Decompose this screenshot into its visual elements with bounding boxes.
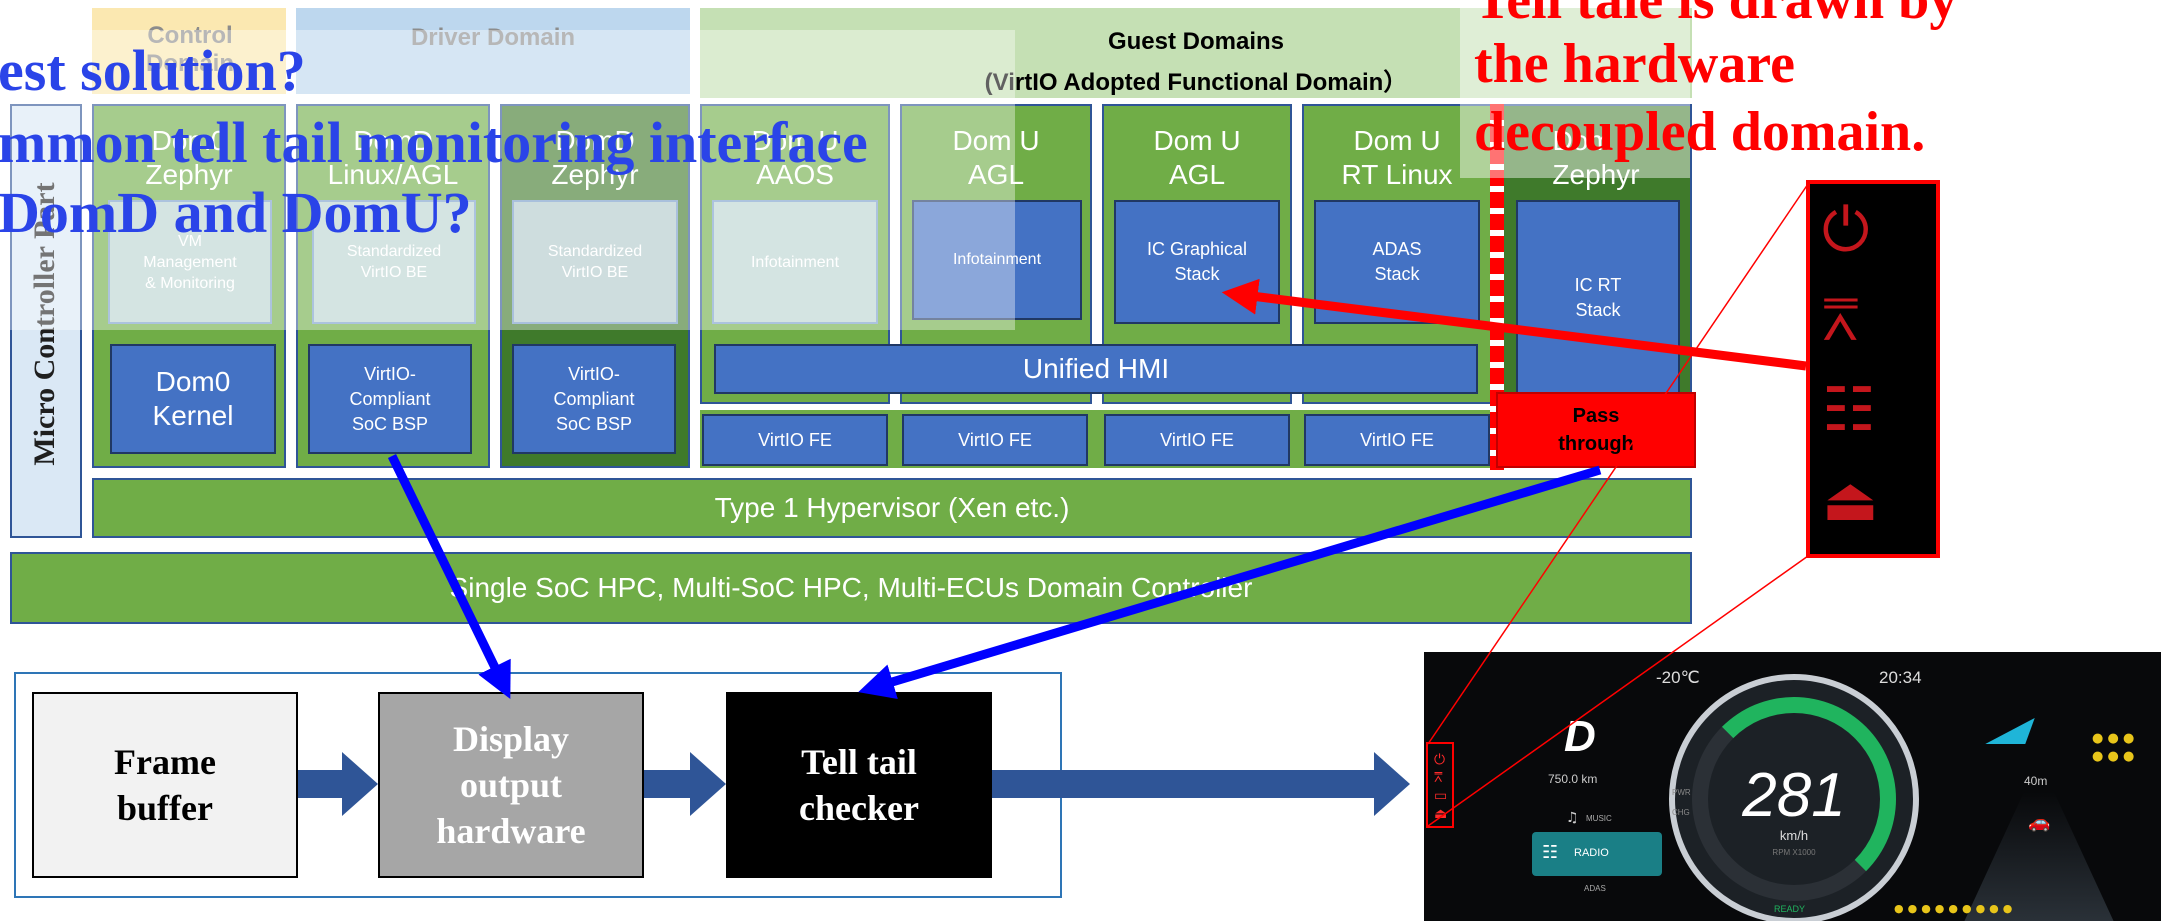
display-output-hardware-box: Display output hardware xyxy=(378,692,644,878)
infotainment-box-agl: Infotainment xyxy=(912,200,1082,320)
driver-domain-banner xyxy=(296,8,690,94)
virtio-be-box-2: Standardized VirtIO BE xyxy=(512,200,678,324)
cluster-chg: CHG xyxy=(1672,808,1690,817)
domain-separator-dashed xyxy=(1490,104,1504,470)
cluster-distance: 40m xyxy=(2024,774,2048,788)
cluster-music: MUSIC xyxy=(1586,814,1612,823)
cluster-temp: -20℃ xyxy=(1656,668,1700,687)
virtio-fe-box-3: VirtIO FE xyxy=(1104,414,1290,466)
cluster-telltale-oil-icon: ⏏ xyxy=(1434,806,1448,822)
telltale-zoom-panel xyxy=(1806,180,1940,558)
cluster-radio-card xyxy=(1532,832,1662,876)
question-overlay xyxy=(0,30,1015,330)
cluster-pwr: PWR xyxy=(1672,788,1691,797)
callout-overlay xyxy=(1460,0,1690,178)
cluster-ready: READY xyxy=(1774,904,1806,914)
infotainment-box-aaos: Infotainment xyxy=(712,200,878,324)
cluster-car-icon: 🚗 xyxy=(2028,812,2051,833)
cluster-telltale-highlight xyxy=(1426,742,1454,828)
cluster-time: 20:34 xyxy=(1879,668,1922,687)
ic-rt-stack-box: IC RT Stack xyxy=(1516,200,1680,396)
callout-line-3: decoupled domain. xyxy=(1474,101,1926,163)
unified-hmi-bar: Unified HMI xyxy=(714,344,1478,394)
virtio-fe-box-4: VirtIO FE xyxy=(1304,414,1490,466)
cluster-music-icon: ♫ xyxy=(1566,810,1579,826)
virtio-fe-box-2: VirtIO FE xyxy=(902,414,1088,466)
cluster-speed: 281 xyxy=(1742,761,1846,830)
cluster-bottom-telltales: ●●●●●●●●● xyxy=(1894,902,2017,915)
soc-bsp-box-1: VirtIO- Compliant SoC BSP xyxy=(308,344,472,454)
zoom-guide-top xyxy=(1427,183,1809,745)
cluster-telltale-power-icon: ⏻ xyxy=(1434,752,1446,768)
cluster-radio-icon: ☷ xyxy=(1542,842,1559,863)
vm-management-box: VM Management & Monitoring xyxy=(108,200,272,324)
flow-arrow-1 xyxy=(298,752,378,816)
guest-domains-title: Guest Domains xyxy=(1107,28,1285,55)
red-arrow-to-ic-stack xyxy=(1221,278,1807,371)
cluster-speed-unit: km/h xyxy=(1779,828,1809,843)
question-line-1: est solution? xyxy=(0,38,306,103)
cluster-range: 750.0 km xyxy=(1548,772,1598,786)
frame-buffer-box: Frame buffer xyxy=(32,692,298,878)
soc-bsp-box-2: VirtIO- Compliant SoC BSP xyxy=(512,344,676,454)
cluster-telltale-battery-icon: ▭ xyxy=(1434,788,1448,804)
cluster-telltale-wiper-icon: ⩞ xyxy=(1434,770,1443,786)
callout-line-2: the hardware xyxy=(1474,33,1795,95)
tell-tail-checker-box: Tell tail checker xyxy=(726,692,992,878)
zoom-wiper-icon: ⩞ xyxy=(1822,285,1859,355)
hardware-platform-bar: Single SoC HPC, Multi-SoC HPC, Multi-ECU… xyxy=(10,552,1692,624)
zoom-power-icon: ⏻ xyxy=(1822,195,1870,265)
cluster-rpm-label: RPM X1000 xyxy=(1772,848,1816,857)
blue-arrow-passthrough-to-checker xyxy=(858,465,1602,700)
instrument-cluster: 281 km/h RPM X1000 -20℃ 20:34 D 750.0 km… xyxy=(1424,652,2161,921)
question-line-2: mmon tell tail monitoring interface xyxy=(0,110,868,175)
cluster-right-telltales: ● ● ●● ● ● xyxy=(2092,731,2135,764)
driver-domain-label: Driver Domain xyxy=(410,24,576,51)
blue-arrow-bsp-to-display xyxy=(387,454,511,699)
guest-domain-banner xyxy=(700,8,1692,98)
hypervisor-bar: Type 1 Hypervisor (Xen etc.) xyxy=(92,478,1692,538)
cluster-gear: D xyxy=(1564,712,1596,761)
cluster-adas: ADAS xyxy=(1584,884,1606,893)
cluster-radio: RADIO xyxy=(1574,847,1609,859)
dom0-kernel-box: Dom0 Kernel xyxy=(110,344,276,454)
flow-arrow-3 xyxy=(992,752,1410,816)
control-domain-banner xyxy=(92,8,286,94)
flow-arrow-2 xyxy=(644,752,726,816)
zoom-guide-bottom xyxy=(1427,555,1809,827)
micro-controller-panel xyxy=(10,104,82,538)
zoom-oil-icon: ⏏ xyxy=(1822,465,1879,535)
virtio-be-box-1: Standardized VirtIO BE xyxy=(312,200,476,324)
question-line-3: DomD and DomU? xyxy=(0,180,472,245)
virtio-fe-box-1: VirtIO FE xyxy=(702,414,888,466)
guest-domains-subtitle: (VirtIO Adopted Functional Domain） xyxy=(984,69,1408,96)
callout-line-1: Tell tale is drawn by xyxy=(1474,0,1958,31)
zoom-battery-icon: ☷ xyxy=(1822,375,1876,445)
